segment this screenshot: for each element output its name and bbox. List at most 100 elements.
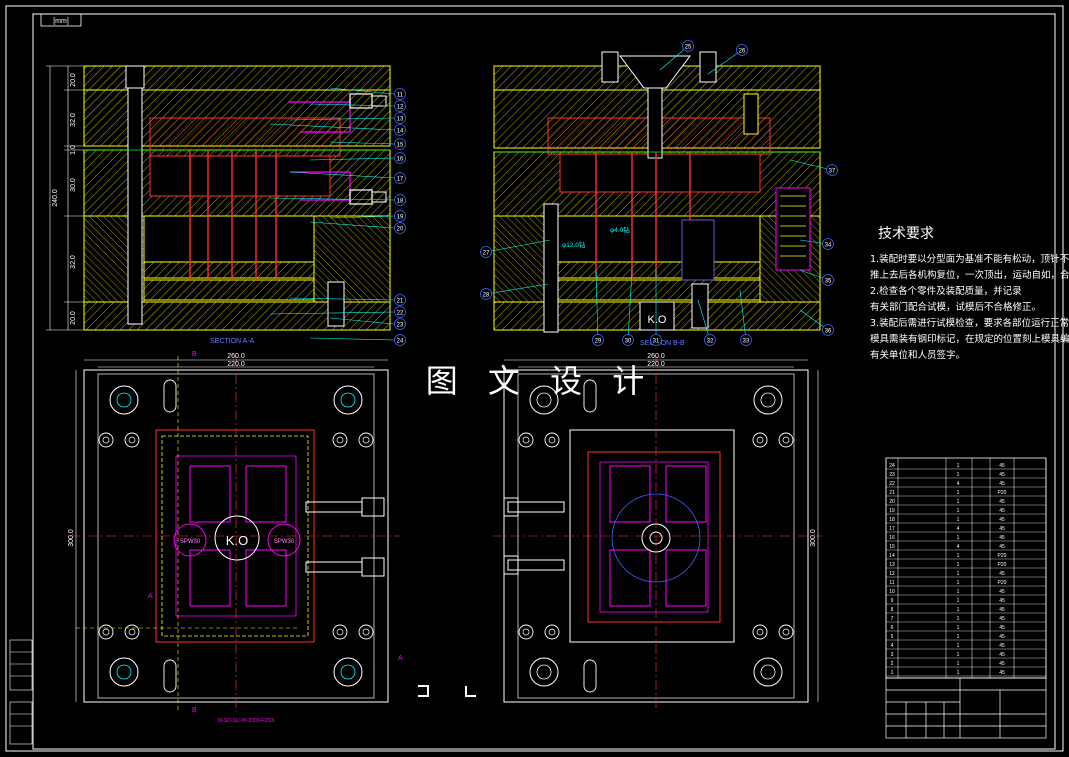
screw-hole-inner [782,436,790,444]
plan-left-ko: K.O [226,533,248,548]
bom-row-qty: 1 [957,517,960,523]
plan-left-dim-height: 300.0 [68,529,75,547]
screw-hole [98,624,114,640]
dim-aa-1: 20.0 [70,73,77,87]
bom-row-qty: 1 [957,499,960,505]
bom-row-no: 8 [891,607,894,613]
bom-row-qty: 1 [957,463,960,469]
bom-row-mat: P20 [998,490,1007,496]
tech-note-line-3: 2.检查各个零件及装配质量，并记录 [870,285,1022,297]
bom-row-qty: 1 [957,535,960,541]
bom-row-mat: 45 [999,670,1005,676]
balloon-aa-19 [394,210,406,222]
tech-notes: 技术要求 1.装配时要以分型面为基准不能有松动，顶针不能高出。 推上去后各机构复… [870,226,1069,361]
balloon-aa-label: 16 [397,157,404,163]
screw-hole [752,432,768,448]
plan-left-gate-2: SPW30 [274,539,295,545]
bom-row-mat: 45 [999,499,1005,505]
plan-right-dim-width: 260.0 [647,353,665,360]
guide-bushing-inner [340,664,356,680]
bom-row-qty: 4 [957,544,960,550]
balloon-bb-label: 34 [825,243,832,249]
tech-note-line-2: 推上去后各机构复位，一次顶出，运动自如，合模平稳。 [870,269,1069,281]
plan-left-footer-note: DI-SD-SU-06-2000-FDSS [217,718,275,724]
tech-note-line-5: 3.装配后需进行试模检查，要求各部位运行正常无卡滞。 [870,317,1069,329]
plan-left-mark-b2: B [192,707,197,714]
guide-bushing-inner [340,392,356,408]
tech-note-line-6: 模具需装有钢印标记，在规定的位置刻上模具编号。 [870,333,1069,345]
bom-row-no: 21 [889,490,895,496]
tech-notes-title: 技术要求 [878,226,934,242]
balloon-bb-25 [682,40,694,52]
bom-row-qty: 1 [957,589,960,595]
screw-hole-inner [362,436,370,444]
balloon-bb-35 [822,274,834,286]
bom-row-mat: 45 [999,535,1005,541]
bom-row-no: 9 [891,598,894,604]
bom-row-mat: P20 [998,580,1007,586]
bom-row-mat: 45 [999,472,1005,478]
bom-row-no: 15 [889,544,895,550]
bom-row-qty: 1 [957,508,960,514]
section-bb-label: SECTION B-B [640,340,685,347]
bom-row-no: 16 [889,535,895,541]
plan-left-gate-1: SPW30 [180,539,201,545]
screw-hole [358,432,374,448]
screw-hole [332,624,348,640]
plan-right-dim-height: 300.0 [810,529,817,547]
guide-bushing-inner [116,392,132,408]
bom-row-no: 23 [889,472,895,478]
return-pin-slot [163,659,177,693]
balloon-bb-37 [826,164,838,176]
tech-note-line-4: 有关部门配合试模，试模后不合格修正。 [870,301,1041,313]
watermark-text: 图 文 设 计 [426,362,655,400]
bom-row-mat: 45 [999,598,1005,604]
bom-row-qty: 1 [957,616,960,622]
screw-hole-inner [756,628,764,636]
balloon-bb-26 [736,44,748,56]
balloon-bb-36 [822,324,834,336]
balloon-aa-11 [394,88,406,100]
balloon-aa-20 [394,222,406,234]
bom-row-mat: 45 [999,526,1005,532]
bom-row-mat: 45 [999,571,1005,577]
balloon-bb-label: 29 [595,339,602,345]
sheet-frame: [mm] [5,5,1064,752]
balloon-bb-label: 28 [483,293,490,299]
plan-left-mark-a2: A [398,655,403,662]
bom-row-no: 17 [889,526,895,532]
balloon-aa-17 [394,172,406,184]
dim-aa-7: 20.0 [70,311,77,325]
balloon-aa-label: 22 [397,311,404,317]
frame-tag: [mm] [53,18,69,25]
plan-right-dim-inner: 220.0 [647,361,665,368]
bom-row-qty: 1 [957,661,960,667]
bom-row-qty: 4 [957,526,960,532]
screw-hole-inner [102,436,110,444]
bom-row-mat: 45 [999,634,1005,640]
balloon-aa-label: 14 [397,129,404,135]
plan-view-left: K.O SPW30 SPW30 B B A A 260.0 22 [68,351,403,724]
balloon-bb-33 [740,334,752,346]
bom-row-qty: 1 [957,562,960,568]
bom-row-qty: 1 [957,571,960,577]
balloon-bb-label: 25 [685,45,692,51]
bom-row-qty: 1 [957,472,960,478]
guide-bushing-inner [760,392,776,408]
screw-hole-inner [336,628,344,636]
guide-bushing [753,385,783,415]
bom-row-no: 3 [891,652,894,658]
bom-row-no: 2 [891,661,894,667]
guide-bushing-inner [760,664,776,680]
dim-aa-5: 32.0 [70,255,77,269]
screw-hole-inner [782,628,790,636]
view-corner-symbols [418,685,476,697]
screw-hole [778,624,794,640]
bom-row-mat: 45 [999,616,1005,622]
bom-row-mat: P20 [998,562,1007,568]
balloon-aa-label: 18 [397,199,404,205]
plan-left-mark-a1: A [148,593,153,600]
